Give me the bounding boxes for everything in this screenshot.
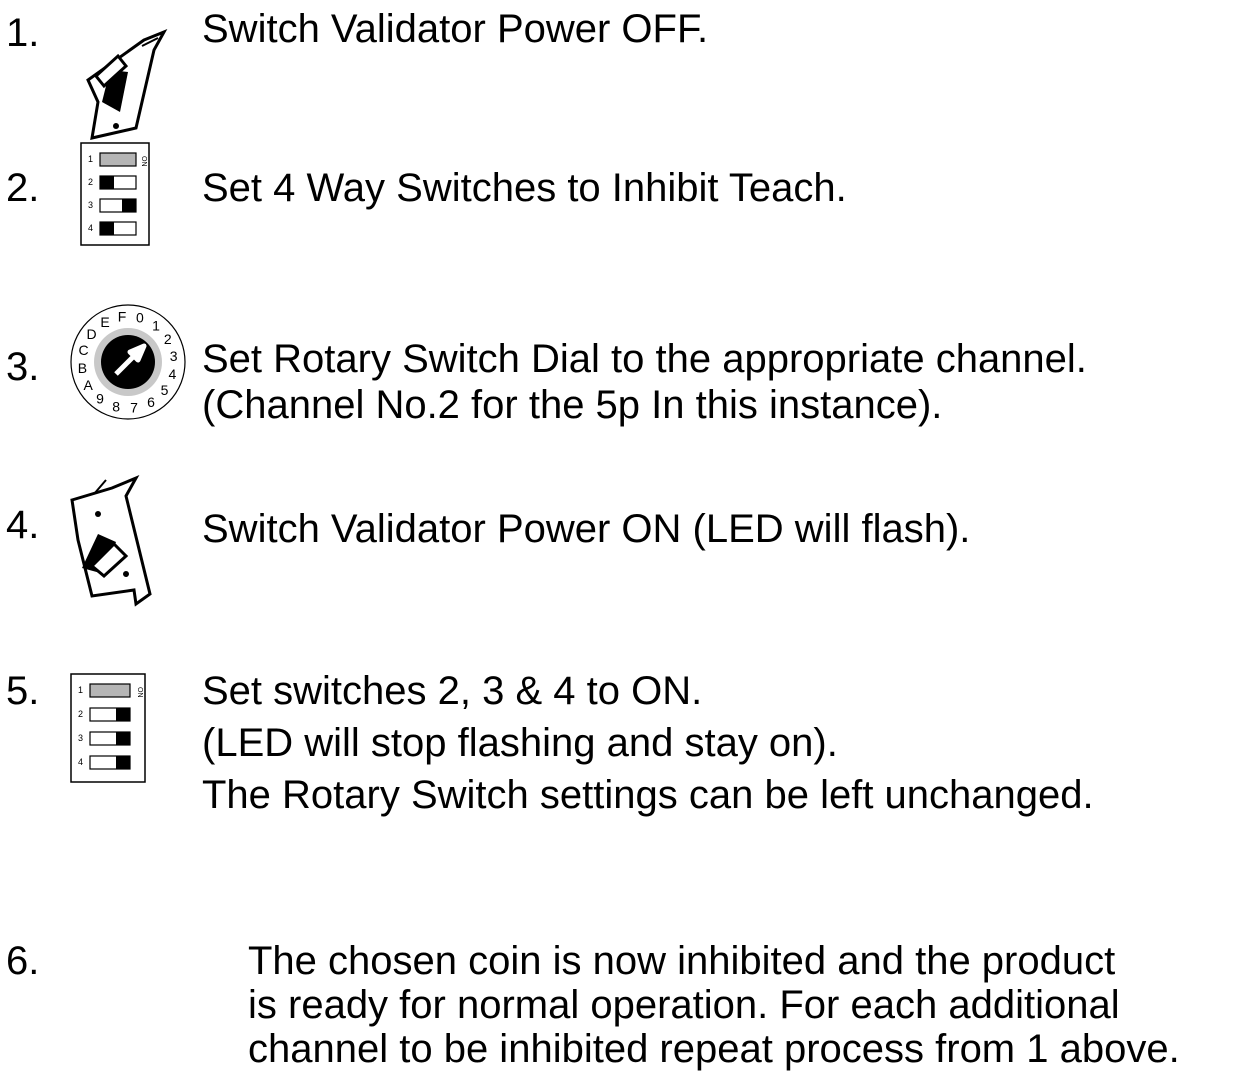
- step-2-number: 2.: [6, 166, 40, 210]
- dip-on-label: ON: [140, 156, 147, 167]
- step-6-number: 6.: [6, 939, 40, 983]
- step-6-line-3: channel to be inhibited repeat process f…: [248, 1027, 1180, 1071]
- dip-label-3: 3: [88, 200, 93, 210]
- step-1-number: 1.: [6, 11, 40, 55]
- dial-label: 2: [164, 331, 172, 347]
- dip5-label-3: 3: [78, 733, 83, 743]
- step-5-line-2: (LED will stop flashing and stay on).: [202, 721, 838, 765]
- step-5-line-1: Set switches 2, 3 & 4 to ON.: [202, 669, 703, 713]
- dial-label: 7: [130, 400, 138, 416]
- dial-label: B: [78, 360, 87, 376]
- dial-label: 6: [147, 394, 155, 410]
- dip5-label-1: 1: [78, 685, 83, 695]
- step-1-line-1: Switch Validator Power OFF.: [202, 7, 709, 51]
- step-5-number: 5.: [6, 669, 40, 713]
- step-3-number: 3.: [6, 345, 40, 389]
- dial-label: F: [118, 308, 127, 324]
- dial-label: 0: [136, 310, 144, 326]
- dip5-label-2: 2: [78, 709, 83, 719]
- dip-switch-block-icon: ON 1 2 3 4: [80, 142, 150, 246]
- dip5-label-4: 4: [78, 757, 83, 767]
- step-4-line-1: Switch Validator Power ON (LED will flas…: [202, 507, 971, 551]
- dial-label: A: [84, 377, 94, 393]
- dial-label: 4: [169, 366, 177, 382]
- step-3-line-2: (Channel No.2 for the 5p In this instanc…: [202, 383, 943, 427]
- dial-label: 9: [96, 391, 104, 407]
- toggle-switch-on-icon: [70, 474, 152, 607]
- step-2-line-1: Set 4 Way Switches to Inhibit Teach.: [202, 166, 847, 210]
- dip-label-2: 2: [88, 177, 93, 187]
- toggle-switch-off-icon: [86, 29, 168, 140]
- dip-label-4: 4: [88, 223, 93, 233]
- step-4-number: 4.: [6, 503, 40, 547]
- step-6-line-2: is ready for normal operation. For each …: [248, 983, 1120, 1027]
- dial-label: 5: [161, 382, 169, 398]
- dip-label-1: 1: [88, 154, 93, 164]
- dial-label: D: [86, 326, 96, 342]
- dip-switch-block-on-icon: ON 1 2 3 4: [70, 673, 146, 783]
- dial-label: 3: [170, 348, 178, 364]
- step-5-line-3: The Rotary Switch settings can be left u…: [202, 773, 1094, 817]
- dip-on-label-5: ON: [136, 687, 143, 698]
- dial-label: C: [79, 342, 89, 358]
- step-6-line-1: The chosen coin is now inhibited and the…: [248, 939, 1116, 983]
- dial-label: E: [100, 314, 109, 330]
- dial-label: 8: [112, 398, 120, 414]
- step-3-line-1: Set Rotary Switch Dial to the appropriat…: [202, 337, 1087, 381]
- dial-label: 1: [152, 318, 160, 334]
